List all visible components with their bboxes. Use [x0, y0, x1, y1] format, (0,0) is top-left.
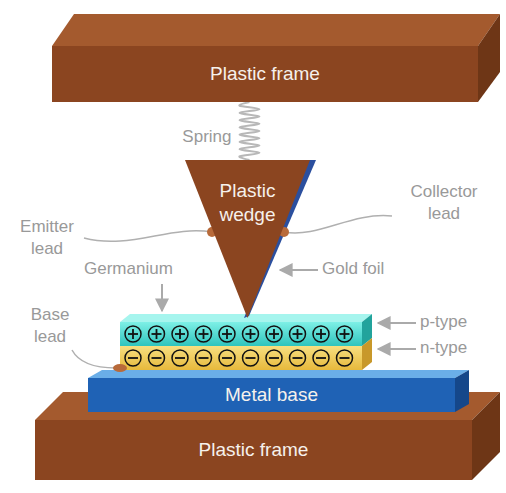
charge-sign	[203, 329, 205, 339]
charge-sign	[297, 329, 299, 339]
charge-circle	[290, 350, 306, 366]
charge-circle	[290, 326, 306, 342]
charge-sign	[344, 329, 346, 339]
charge-sign	[320, 329, 322, 339]
charge-circle	[196, 350, 212, 366]
charge-circle	[196, 326, 212, 342]
wedge-shape	[185, 160, 310, 318]
charge-circle	[337, 350, 353, 366]
charge-circle	[149, 350, 165, 366]
lead-label: Collector lead	[394, 181, 494, 225]
charge-sign	[316, 357, 326, 359]
base-top-face	[88, 370, 469, 378]
edge-label: Spring	[180, 127, 233, 147]
p-type-layer	[120, 322, 362, 346]
charge-sign	[132, 329, 134, 339]
germanium-side-face	[362, 338, 372, 370]
charge-circle	[125, 350, 141, 366]
pointer-arrow	[378, 322, 416, 324]
pointer-arrow	[161, 284, 163, 311]
charge-circle	[219, 326, 235, 342]
charge-sign	[128, 357, 138, 359]
charge-sign	[250, 329, 252, 339]
layer-label: p-type	[420, 311, 500, 333]
charge-circle	[313, 350, 329, 366]
charge-sign	[269, 357, 279, 359]
n-type-layer	[120, 346, 362, 370]
charge-circle	[243, 350, 259, 366]
charge-sign	[273, 329, 275, 339]
charge-sign	[226, 329, 228, 339]
emitter-lead-wire	[84, 231, 212, 242]
pointer-arrow	[378, 348, 416, 350]
part-label: Gold foil	[322, 258, 412, 280]
node-text: Plastic wedge	[207, 179, 288, 227]
plastic-frame: Plastic frame	[52, 46, 478, 102]
pointer-arrow	[280, 269, 318, 271]
charge-sign	[175, 357, 185, 359]
charge-circle	[125, 326, 141, 342]
node-text: Plastic frame	[210, 62, 320, 86]
spring-connector	[239, 102, 259, 160]
charge-circle	[243, 326, 259, 342]
collector-lead-wire	[284, 216, 392, 233]
charge-circle	[337, 326, 353, 342]
charge-circle	[172, 326, 188, 342]
charge-sign	[222, 357, 232, 359]
charge-circle	[266, 326, 282, 342]
base-lead-wire	[72, 350, 116, 368]
charge-circle	[172, 350, 188, 366]
part-label: Germanium	[84, 258, 194, 280]
charge-circle	[266, 350, 282, 366]
frame-side-face	[472, 392, 500, 480]
charge-sign	[293, 357, 303, 359]
charge-symbols	[125, 326, 353, 366]
plastic-frame: Plastic frame	[35, 420, 472, 480]
charge-circle	[219, 350, 235, 366]
charge-circle	[149, 326, 165, 342]
layer-label: n-type	[420, 337, 500, 359]
node-text: Metal base	[225, 383, 318, 407]
charge-sign	[152, 357, 162, 359]
charge-sign	[156, 329, 158, 339]
base-side-face	[455, 370, 469, 412]
frame-side-face	[478, 14, 500, 102]
charge-sign	[340, 357, 350, 359]
charge-sign	[246, 357, 256, 359]
lead-label: Base lead	[22, 304, 78, 348]
charge-sign	[179, 329, 181, 339]
metal-base: Metal base	[88, 378, 455, 412]
charge-circle	[313, 326, 329, 342]
plastic-wedge: Plastic wedge	[185, 160, 310, 318]
lead-contact	[113, 364, 127, 372]
charge-sign	[199, 357, 209, 359]
lead-label: Emitter lead	[8, 216, 86, 260]
node-text: Plastic frame	[199, 438, 309, 462]
frame-top-face	[52, 14, 500, 46]
